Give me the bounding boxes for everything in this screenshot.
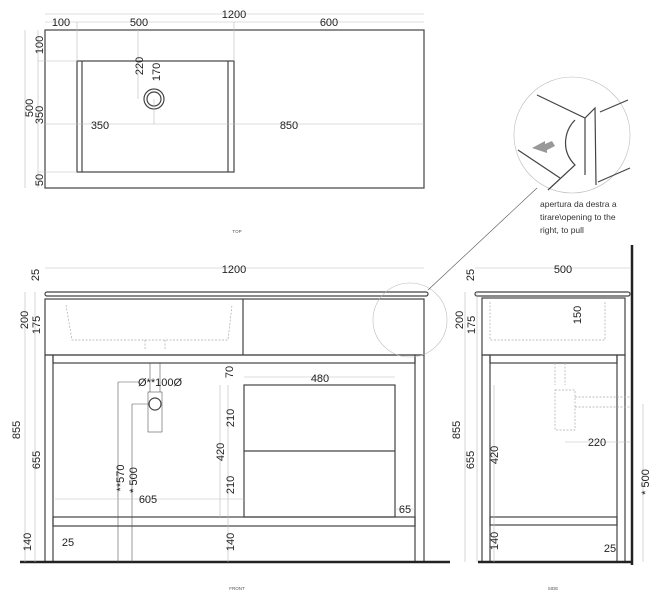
dim-front-leg-foot: 25 — [62, 537, 74, 549]
view-label-front: FRONT — [229, 586, 245, 591]
front-right-leg — [414, 354, 425, 563]
view-label-side: SIDE — [548, 586, 559, 591]
side-countertop — [474, 291, 631, 297]
dim-side-cabinet-inner: 175 — [466, 316, 478, 334]
dim-top-total-width: 1200 — [222, 9, 246, 21]
countertop-outline — [44, 29, 425, 189]
side-cabinet — [481, 297, 626, 356]
dim-top-depth: 500 — [24, 99, 36, 117]
dim-front-drain-diameter: Ø**100Ø — [138, 377, 182, 389]
dim-front-drawer-offset: 605 — [139, 494, 157, 506]
front-view: 1200 25 200 175 855 655 140 25 70 480 21… — [11, 264, 450, 591]
dim-top-right-part: 600 — [320, 17, 338, 29]
front-left-leg — [44, 354, 54, 563]
dim-front-base-height: 140 — [22, 533, 34, 551]
dim-front-leg-height: 655 — [31, 451, 43, 469]
dim-front-base-height-center: 140 — [225, 533, 237, 551]
dim-top-front-margin: 50 — [34, 174, 46, 186]
arrow-left-icon — [532, 141, 555, 153]
top-view: 1200 100 500 600 500 100 350 50 220 170 … — [24, 9, 425, 234]
detail-note-line-1: apertura da destra a — [540, 199, 617, 209]
dim-front-drawer-side-gap: 65 — [399, 504, 411, 516]
dim-front-drawer-gap: 70 — [224, 366, 236, 378]
dim-front-drawer-total: 420 — [215, 443, 227, 461]
dim-side-basin-depth: 150 — [572, 306, 584, 324]
dim-front-cabinet-height: 200 — [19, 311, 31, 329]
dim-top-left-margin: 100 — [52, 17, 70, 29]
opening-detail: apertura da destra a tirare\opening to t… — [372, 76, 631, 358]
hand-pull-icon — [517, 94, 631, 191]
dim-front-height-total: 855 — [11, 421, 23, 439]
dim-side-foot-offset: 25 — [604, 543, 616, 555]
dim-front-drawer-width: 480 — [311, 373, 329, 385]
dim-front-drawer-upper: 210 — [225, 409, 237, 427]
dim-top-back-margin: 100 — [34, 36, 46, 54]
side-view: 500 25 200 175 150 855 655 420 220 * 500… — [451, 245, 652, 591]
view-label-top: TOP — [232, 229, 241, 234]
dim-side-depth: 500 — [554, 264, 572, 276]
siphon-trap-icon — [147, 391, 163, 433]
dim-side-leg-height: 655 — [465, 451, 477, 469]
dim-top-drain-x: 350 — [91, 120, 109, 132]
dim-top-basin-depth: 350 — [34, 106, 46, 124]
dim-side-drawer-total: 420 — [489, 446, 501, 464]
side-trap-icon — [554, 363, 630, 431]
dim-front-drain-height-b: * 500 — [128, 467, 140, 493]
basin-outline — [76, 60, 235, 173]
dim-side-trap-distance: 220 — [588, 437, 606, 449]
dim-top-drain-from-back: 220 — [134, 57, 146, 75]
dim-top-drain-offset: 170 — [151, 63, 163, 81]
dim-side-cabinet-height: 200 — [454, 311, 466, 329]
dim-front-drain-height-a: **570 — [115, 465, 127, 492]
dim-front-total-width: 1200 — [222, 264, 246, 276]
dim-top-basin-width: 500 — [130, 17, 148, 29]
detail-note-line-2: tirare\opening to the — [540, 212, 616, 222]
dim-front-top-thickness: 25 — [30, 269, 42, 281]
dim-side-base-height: 140 — [489, 532, 501, 550]
dim-front-drawer-lower: 210 — [225, 476, 237, 494]
dim-top-drain-to-right: 850 — [280, 120, 298, 132]
dim-front-cabinet-inner: 175 — [31, 316, 43, 334]
front-cabinet — [44, 298, 425, 356]
front-countertop — [44, 291, 429, 297]
dim-side-trap-height: * 500 — [640, 469, 652, 495]
dim-side-height-total: 855 — [451, 421, 463, 439]
detail-note-line-3: right, to pull — [540, 225, 584, 235]
detail-circle — [513, 76, 631, 194]
dim-side-top-thickness: 25 — [465, 269, 477, 281]
